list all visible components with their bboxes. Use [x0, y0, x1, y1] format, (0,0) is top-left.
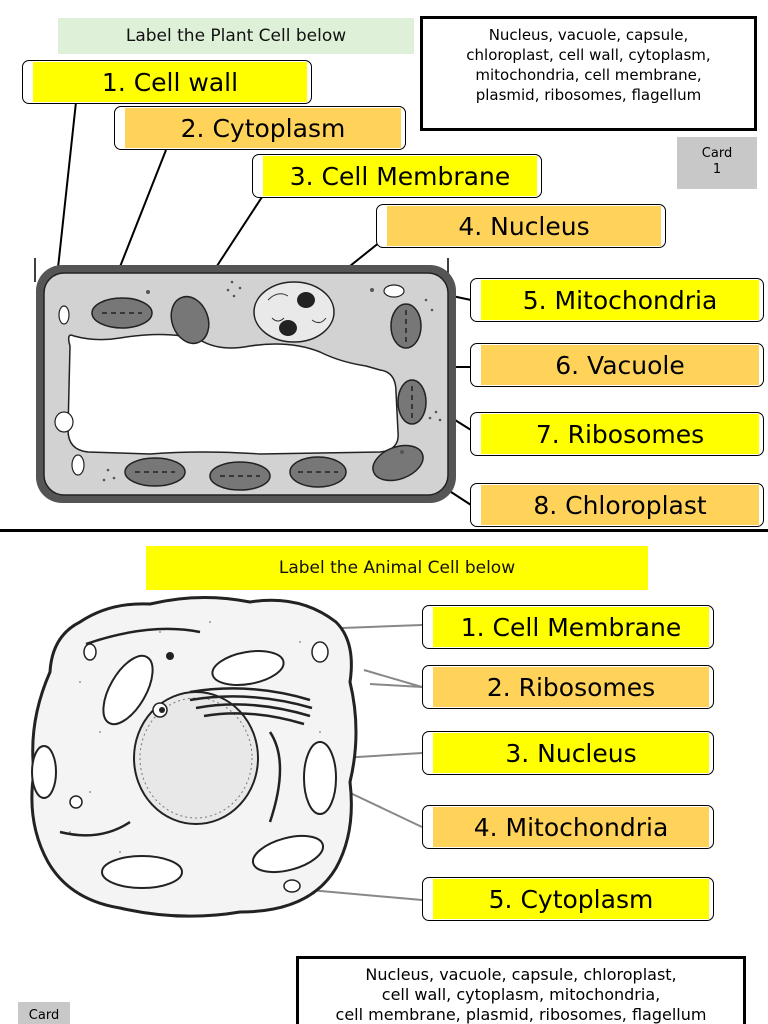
animal-label-4[interactable]: 4. Mitochondria: [422, 805, 714, 849]
animal-card-tag: Card: [18, 1002, 70, 1024]
animal-label-1-text: 1. Cell Membrane: [433, 607, 709, 647]
plant-label-6[interactable]: 6. Vacuole: [470, 343, 764, 387]
animal-cell-diagram: [30, 595, 423, 918]
animal-label-3[interactable]: 3. Nucleus: [422, 731, 714, 775]
animal-label-2-text: 2. Ribosomes: [433, 667, 709, 707]
plant-label-2-text: 2. Cytoplasm: [125, 108, 401, 148]
nucleolus: [297, 292, 315, 308]
leader-line-ribosomes-b: [369, 683, 423, 688]
leader-line-cell-membrane: [341, 624, 423, 629]
panel-divider: [0, 529, 768, 532]
plant-cell-diagram: [34, 101, 472, 506]
plant-label-7[interactable]: 7. Ribosomes: [470, 412, 764, 456]
animal-label-2[interactable]: 2. Ribosomes: [422, 665, 714, 709]
plant-label-2[interactable]: 2. Cytoplasm: [114, 106, 406, 150]
animal-label-5-text: 5. Cytoplasm: [433, 879, 709, 919]
animal-label-1[interactable]: 1. Cell Membrane: [422, 605, 714, 649]
plant-word-bank: Nucleus, vacuole, capsule, chloroplast, …: [420, 16, 757, 131]
leader-line-mitochondria: [343, 789, 423, 828]
animal-mitochondrion: [102, 654, 154, 726]
plant-card-tag: Card 1: [677, 137, 757, 189]
plant-label-1-text: 1. Cell wall: [33, 62, 307, 102]
plant-label-7-text: 7. Ribosomes: [481, 414, 759, 454]
leader-line-ribosomes-a: [363, 669, 423, 688]
plant-label-5[interactable]: 5. Mitochondria: [470, 278, 764, 322]
leader-line-cytoplasm: [113, 149, 167, 283]
animal-cell-panel: Label the Animal Cell below 1. Cell Memb…: [0, 532, 768, 1024]
animal-word-bank: Nucleus, vacuole, capsule, chloroplast, …: [296, 956, 746, 1024]
animal-label-5[interactable]: 5. Cytoplasm: [422, 877, 714, 921]
plant-label-5-text: 5. Mitochondria: [481, 280, 759, 320]
animal-label-4-text: 4. Mitochondria: [433, 807, 709, 847]
plant-label-3[interactable]: 3. Cell Membrane: [252, 154, 542, 198]
mitochondrion: [383, 284, 405, 298]
plant-label-6-text: 6. Vacuole: [481, 345, 759, 385]
plant-cell-panel: Label the Plant Cell below Nucleus, vacu…: [22, 16, 764, 527]
leader-line-cell-membrane: [212, 196, 263, 273]
animal-title: Label the Animal Cell below: [278, 558, 516, 578]
plant-title: Label the Plant Cell below: [125, 26, 347, 46]
plant-label-8-text: 8. Chloroplast: [481, 485, 759, 525]
plant-label-1[interactable]: 1. Cell wall: [22, 60, 312, 104]
plant-label-4[interactable]: 4. Nucleus: [376, 204, 666, 248]
plant-title-banner: Label the Plant Cell below: [58, 18, 414, 54]
plant-label-4-text: 4. Nucleus: [387, 206, 661, 246]
leader-line-cell-wall: [57, 101, 77, 269]
plant-label-3-text: 3. Cell Membrane: [263, 156, 537, 196]
animal-label-3-text: 3. Nucleus: [433, 733, 709, 773]
plant-label-8[interactable]: 8. Chloroplast: [470, 483, 764, 527]
animal-title-banner: Label the Animal Cell below: [146, 546, 648, 590]
